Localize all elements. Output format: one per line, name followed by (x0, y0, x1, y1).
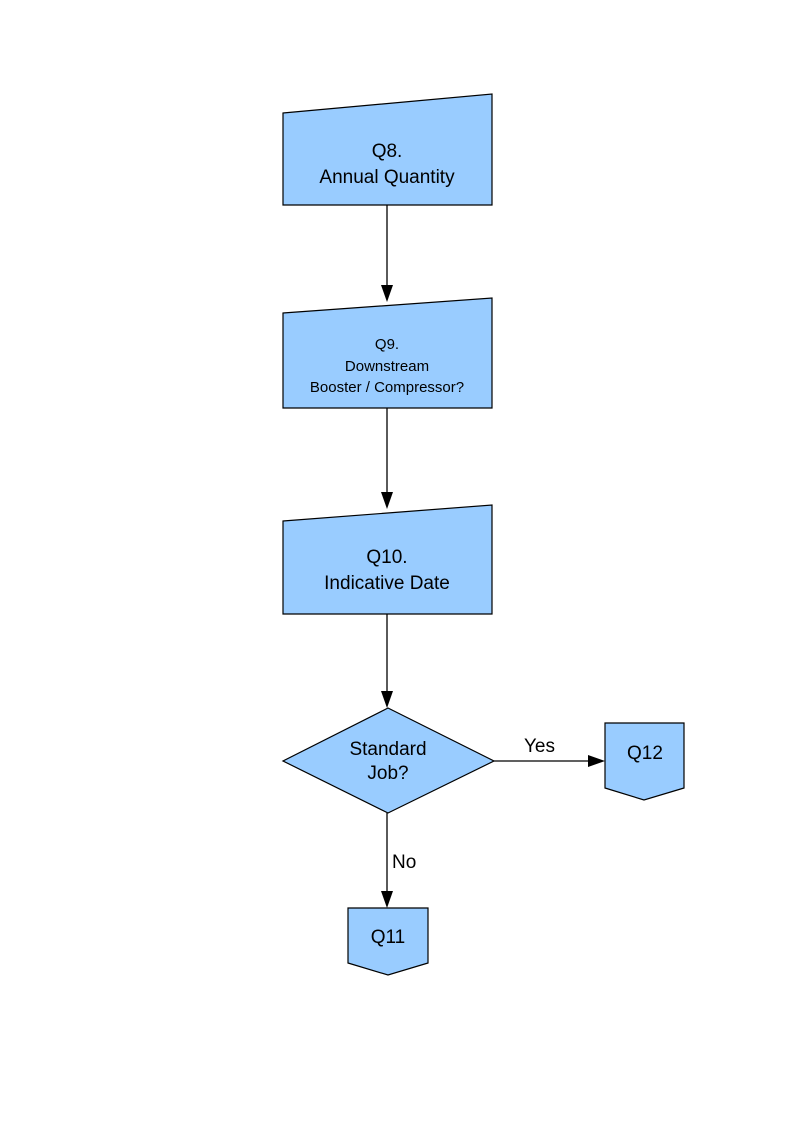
q8-shape[interactable] (282, 93, 493, 206)
q10-shape[interactable] (282, 504, 493, 615)
edge-q9-q10-arrowhead (381, 492, 393, 509)
edge-q8-to-q9 (381, 205, 393, 302)
decision-shape[interactable] (281, 707, 496, 814)
edge-q10-to-decision (381, 614, 393, 708)
decision-label-line2: Job? (367, 763, 408, 784)
edge-decision-to-q11: No (381, 813, 416, 908)
edge-q9-to-q10 (381, 408, 393, 509)
node-q11[interactable]: Q11 (347, 907, 429, 976)
q9-label-line1: Q9. (375, 336, 399, 353)
q9-label-line3: Booster / Compressor? (310, 379, 464, 396)
q11-shape[interactable] (347, 907, 429, 976)
edge-q10-decision-arrowhead (381, 691, 393, 708)
edge-yes-arrowhead (588, 755, 605, 767)
node-q8[interactable]: Q8. Annual Quantity (282, 93, 493, 206)
q8-label-line2: Annual Quantity (319, 167, 455, 188)
q9-label-line2: Downstream (345, 358, 429, 375)
q8-label-line1: Q8. (372, 141, 403, 162)
edge-no-arrowhead (381, 891, 393, 908)
q10-label-line2: Indicative Date (324, 573, 450, 594)
q12-label: Q12 (627, 743, 663, 764)
node-q10[interactable]: Q10. Indicative Date (282, 504, 493, 615)
edge-q8-q9-arrowhead (381, 285, 393, 302)
edge-decision-to-q12: Yes (494, 736, 605, 767)
edge-label-yes: Yes (524, 736, 555, 757)
node-decision-standard-job[interactable]: Standard Job? (281, 707, 496, 814)
q11-label: Q11 (371, 927, 406, 948)
edge-label-no: No (392, 852, 416, 873)
node-q9[interactable]: Q9. Downstream Booster / Compressor? (282, 297, 493, 409)
q12-shape[interactable] (604, 722, 685, 801)
q10-label-line1: Q10. (366, 547, 407, 568)
q9-shape[interactable] (282, 297, 493, 409)
decision-label-line1: Standard (349, 739, 426, 760)
node-q12[interactable]: Q12 (604, 722, 685, 801)
